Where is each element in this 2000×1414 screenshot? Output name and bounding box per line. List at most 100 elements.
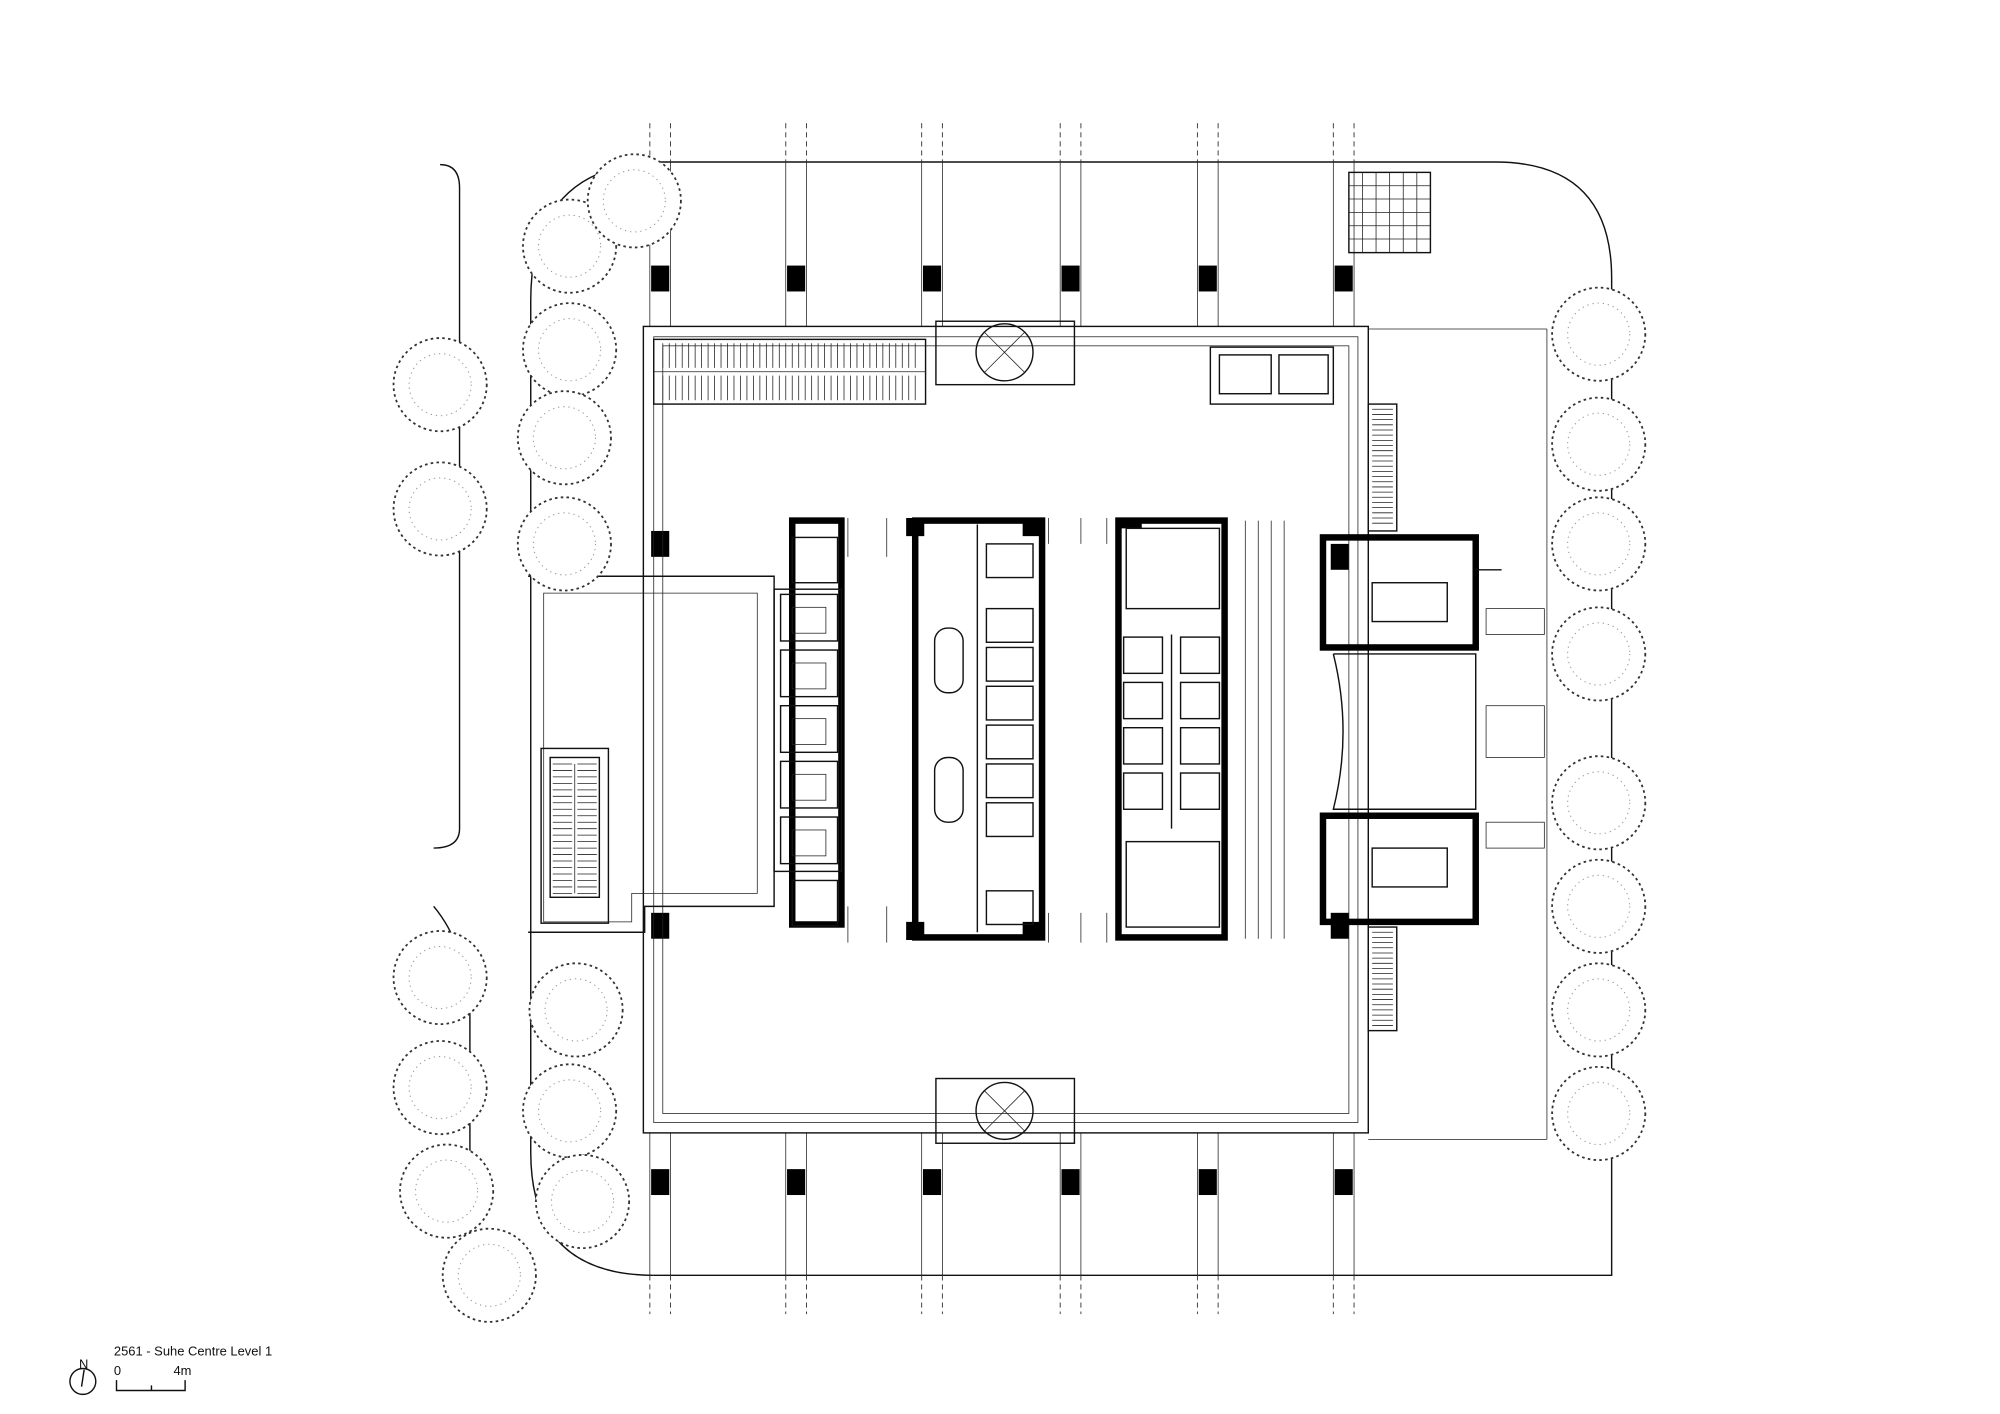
column <box>651 912 670 939</box>
tree-canopy <box>550 1169 615 1234</box>
tree-icon <box>392 337 488 433</box>
tree-icon <box>1551 496 1647 592</box>
north-arrow-pointer <box>80 1369 85 1387</box>
column <box>1334 1169 1353 1196</box>
shop-unit <box>779 593 839 642</box>
lift-car <box>1122 727 1164 765</box>
tree-canopy <box>602 169 666 233</box>
column <box>1061 1169 1080 1196</box>
shop-unit <box>779 760 839 809</box>
column-grid <box>649 123 1355 1315</box>
lift-car <box>985 685 1034 721</box>
tree-icon <box>516 390 612 486</box>
tree-canopy <box>457 1243 521 1307</box>
shop-fixture <box>791 829 827 857</box>
tree-icon <box>392 930 488 1026</box>
west-sunken-court <box>528 575 775 933</box>
east-stair-north <box>1319 534 1502 651</box>
lift-car <box>985 890 1034 926</box>
column <box>1198 265 1217 292</box>
building-envelope <box>642 325 1369 1134</box>
tree-icon <box>1551 755 1647 851</box>
scale-end-label: 4m <box>173 1363 191 1378</box>
tree-icon <box>1551 606 1647 702</box>
lift-car <box>985 607 1034 643</box>
tree-canopy <box>537 214 602 278</box>
lift-car <box>1179 772 1221 810</box>
tree-icon <box>586 153 682 249</box>
wc-room <box>791 879 839 927</box>
scale-start-label: 0 <box>114 1363 121 1378</box>
east-ramps <box>1367 403 1398 1032</box>
drawing-title: 2561 - Suhe Centre Level 1 <box>114 1344 272 1359</box>
tree-canopy <box>1567 978 1631 1042</box>
tree-canopy <box>544 978 608 1042</box>
north-label: N <box>79 1356 88 1371</box>
revolving-door-south <box>935 1077 1076 1144</box>
column <box>787 1169 806 1196</box>
tree-icon <box>1551 1065 1647 1161</box>
lift-car <box>1122 636 1164 675</box>
tree-canopy <box>408 945 472 1010</box>
tree-icon <box>522 302 618 398</box>
tree-icon <box>1551 396 1647 492</box>
lift-car <box>1122 772 1164 810</box>
revolving-door-north <box>935 320 1076 386</box>
tree-canopy <box>1567 302 1631 366</box>
shop-unit <box>779 704 839 754</box>
lift-lobby-northeast <box>1209 346 1335 405</box>
building-core <box>788 517 1228 943</box>
tree-icon <box>392 461 488 557</box>
lift-car <box>1179 681 1221 720</box>
tree-canopy <box>537 1079 602 1143</box>
tree-icon <box>1551 962 1647 1058</box>
lift-car <box>985 763 1034 799</box>
tree-icon <box>528 962 624 1058</box>
tree-canopy <box>532 406 596 470</box>
tree-icon <box>392 1040 488 1136</box>
paving-grid <box>1348 171 1432 254</box>
tree-icon <box>399 1143 495 1239</box>
tree-canopy <box>1567 412 1631 476</box>
west-units <box>773 536 843 927</box>
column <box>922 265 942 292</box>
lift-car <box>1179 636 1221 675</box>
shop-fixture <box>791 773 827 801</box>
tree-canopy <box>537 318 602 382</box>
lift-car <box>1179 727 1221 765</box>
column <box>651 265 670 292</box>
legend: 2561 - Suhe Centre Level 1 N 0 4m <box>69 1344 272 1396</box>
column <box>1334 265 1353 292</box>
tree-canopy <box>1567 512 1631 576</box>
column <box>1061 265 1080 292</box>
column <box>1198 1169 1217 1196</box>
lift-car <box>985 724 1034 760</box>
lift-car <box>985 543 1034 579</box>
floor-markings <box>1244 520 1285 939</box>
column <box>651 1169 670 1196</box>
tree-canopy <box>1567 874 1631 938</box>
column <box>1330 912 1349 939</box>
column <box>922 1169 942 1196</box>
tree-canopy <box>408 477 472 541</box>
shop-unit <box>779 816 839 865</box>
column <box>787 265 806 292</box>
tree-canopy <box>532 512 596 576</box>
tree-canopy <box>1567 1081 1631 1146</box>
tree-icon <box>1551 858 1647 954</box>
shop-fixture <box>791 662 827 690</box>
service-room <box>1125 840 1221 928</box>
east-entrance <box>1332 608 1545 849</box>
shop-unit <box>779 649 839 698</box>
tree-canopy <box>1567 771 1631 835</box>
column <box>651 530 670 557</box>
tree-icon <box>522 1063 618 1159</box>
service-room <box>1125 527 1221 610</box>
lift-car <box>1122 681 1164 720</box>
north-arrow-icon <box>69 1367 97 1396</box>
shop-fixture <box>791 606 827 634</box>
tree-canopy <box>408 353 472 417</box>
scale-bar <box>115 1380 186 1392</box>
lift-car <box>985 646 1034 682</box>
